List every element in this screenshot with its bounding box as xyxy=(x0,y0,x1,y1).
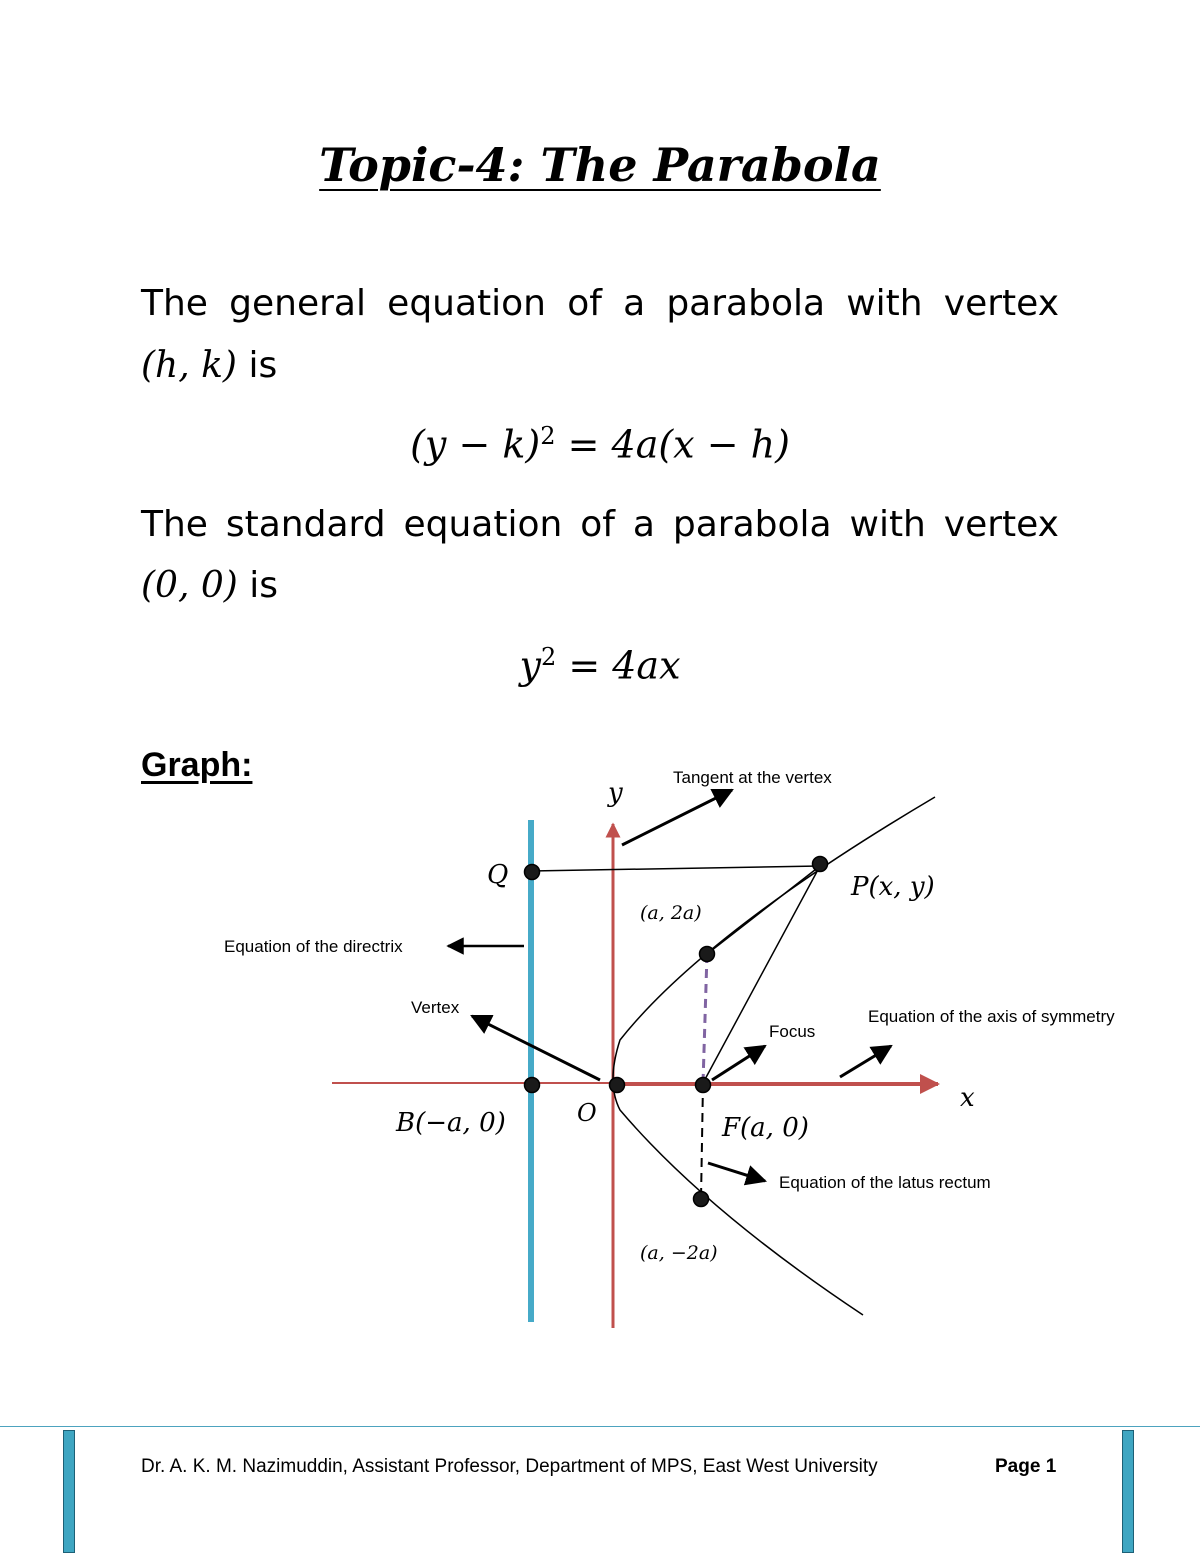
latus-rectum-lower xyxy=(700,1082,704,1200)
tangent-label: Tangent at the vertex xyxy=(673,768,832,787)
tangent-arrow xyxy=(621,788,734,847)
standard-equation-exponent: 2 xyxy=(540,643,557,671)
point-a-minus-2a xyxy=(692,1190,710,1208)
a-2a-label: (a, 2a) xyxy=(640,902,702,924)
p-label: P(x, y) xyxy=(850,872,935,902)
point-f xyxy=(694,1076,712,1094)
footer-left-bar xyxy=(63,1430,75,1553)
f-label: F(a, 0) xyxy=(721,1113,809,1143)
point-o xyxy=(608,1076,626,1094)
directrix-label: Equation of the directrix xyxy=(224,937,403,956)
point-q xyxy=(523,863,541,881)
axis-symmetry-arrow xyxy=(839,1044,893,1079)
q-to-p-line xyxy=(530,865,821,872)
point-p xyxy=(811,855,829,873)
vertex-arrow xyxy=(470,1014,601,1082)
point-a-2a xyxy=(698,945,716,963)
standard-equation-text: The standard equation of a parabola with… xyxy=(141,504,1059,545)
x-axis-label: x xyxy=(960,1083,975,1113)
footer-author: Dr. A. K. M. Nazimuddin, Assistant Profe… xyxy=(141,1456,878,1477)
axis-symmetry-label: Equation of the axis of symmetry xyxy=(868,1007,1115,1026)
latus-rectum-upper xyxy=(701,953,709,1084)
footer-divider xyxy=(0,1426,1200,1427)
general-equation-exponent: 2 xyxy=(540,422,556,450)
standard-equation: y2 = 4ax xyxy=(0,643,1200,688)
standard-equation-lhs: y xyxy=(519,643,541,688)
standard-equation-rhs: = 4ax xyxy=(568,643,681,688)
p-to-a2a-line xyxy=(706,865,821,955)
general-vertex-line: (h, k) is xyxy=(141,346,277,386)
b-label: B(−a, 0) xyxy=(395,1108,506,1138)
vertex-label: Vertex xyxy=(411,998,460,1017)
general-equation-lhs: (y − k) xyxy=(410,422,541,467)
page-title: Topic-4: The Parabola xyxy=(319,138,881,192)
general-is: is xyxy=(248,345,278,386)
o-label: O xyxy=(577,1099,597,1127)
q-label: Q xyxy=(487,860,508,890)
p-to-focus-line xyxy=(702,865,821,1084)
point-b xyxy=(523,1076,541,1094)
y-axis-label: y xyxy=(607,778,623,808)
standard-is: is xyxy=(249,565,279,606)
general-equation-rhs: = 4a(x − h) xyxy=(567,422,790,467)
a-minus-2a-label: (a, −2a) xyxy=(640,1242,718,1264)
general-equation: (y − k)2 = 4a(x − h) xyxy=(0,422,1200,467)
focus-arrow xyxy=(711,1044,767,1082)
general-equation-text: The general equation of a parabola with … xyxy=(141,283,1059,324)
graph-heading: Graph: xyxy=(141,746,253,784)
footer-page-number: Page 1 xyxy=(995,1456,1057,1477)
general-vertex: (h, k) xyxy=(141,345,237,386)
latus-rectum-arrow xyxy=(707,1161,768,1186)
focus-label: Focus xyxy=(769,1022,815,1041)
standard-vertex-line: (0, 0) is xyxy=(141,566,278,606)
standard-vertex: (0, 0) xyxy=(141,565,238,606)
latus-rectum-label: Equation of the latus rectum xyxy=(779,1173,991,1192)
footer-right-bar xyxy=(1122,1430,1134,1553)
